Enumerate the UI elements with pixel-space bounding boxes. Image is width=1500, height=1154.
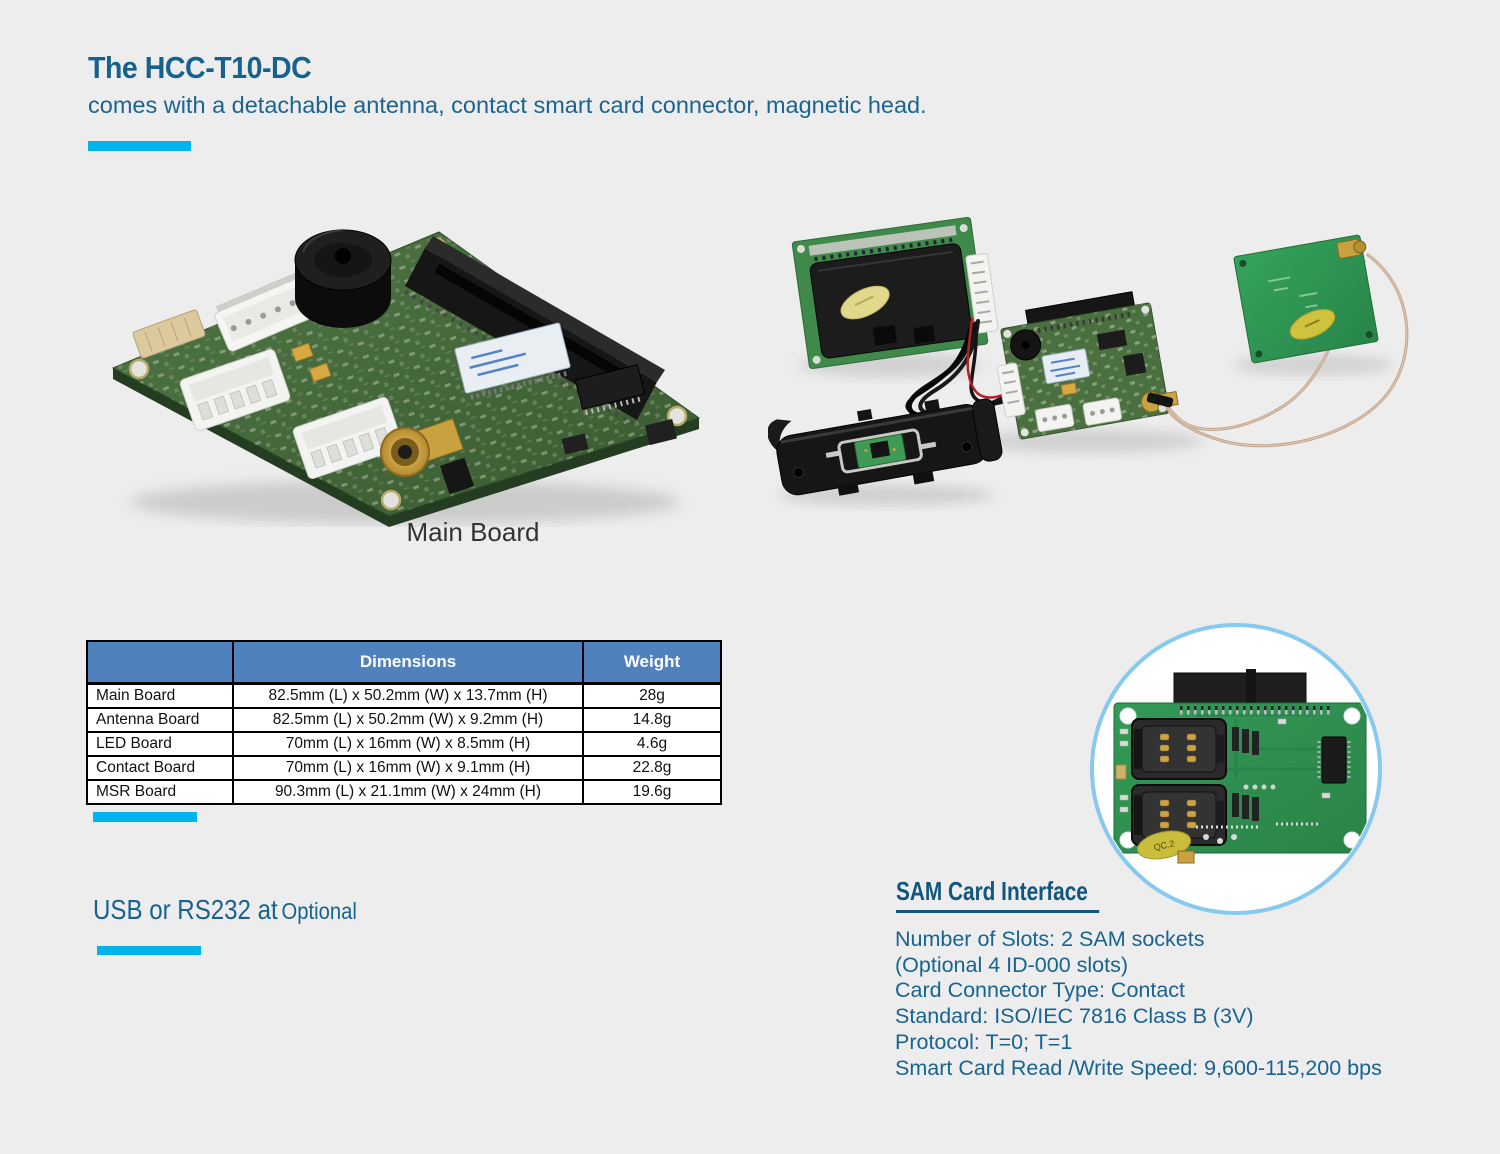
chip-with-blue-label — [454, 322, 571, 400]
table-header-weight: Weight — [582, 640, 722, 685]
sam-spec-line: Card Connector Type: Contact — [895, 978, 1186, 1003]
pin-slots — [1232, 727, 1259, 821]
sam-socket-1 — [1131, 718, 1227, 780]
row-name: Main Board — [86, 682, 234, 709]
black-component — [439, 457, 475, 495]
table-row: LED Board 70mm (L) x 16mm (W) x 8.5mm (H… — [86, 731, 722, 757]
page-subtitle: comes with a detachable antenna, contact… — [88, 92, 927, 118]
sam-spec-line: (Optional 4 ID-000 slots) — [895, 952, 1129, 977]
row-dimensions: 82.5mm (L) x 50.2mm (W) x 9.2mm (H) — [232, 707, 584, 733]
main-board-caption: Main Board — [406, 517, 540, 547]
gold-nub — [1177, 850, 1195, 864]
sam-spec-line: Number of Slots: 2 SAM sockets — [895, 927, 1205, 951]
sam-board: QC.2 — [1113, 669, 1367, 864]
white-connector-2 — [292, 397, 404, 479]
sam-spec-line: Smart Card Read /Write Speed: 9,600-115,… — [895, 1055, 1382, 1080]
sam-spec-line: Standard: ISO/IEC 7816 Class B (3V) — [895, 1004, 1254, 1029]
row-weight: 4.6g — [582, 731, 722, 757]
pcb-components-texture — [113, 232, 699, 516]
buzzer — [294, 229, 392, 328]
row-name: Antenna Board — [86, 707, 234, 733]
bottom-vias — [1203, 834, 1237, 844]
usb-interface-line: USB or RS232 at Optional — [93, 894, 357, 926]
sam-spec-list: Number of Slots: 2 SAM sockets (Optional… — [895, 927, 1382, 1081]
table-header-row: Dimensions Weight — [86, 640, 722, 685]
table-row: Main Board 82.5mm (L) x 50.2mm (W) x 13.… — [86, 682, 722, 709]
row-name: MSR Board — [86, 779, 234, 805]
sam-spec-line: Protocol: T=0; T=1 — [895, 1029, 1073, 1054]
kit-exploded-photo — [768, 216, 1409, 505]
cyan-divider-top — [88, 141, 191, 151]
table-header-empty — [86, 640, 234, 685]
row-dimensions: 82.5mm (L) x 50.2mm (W) x 13.7mm (H) — [232, 682, 584, 709]
row-name: LED Board — [86, 731, 234, 757]
sam-edge-connector — [1173, 672, 1307, 706]
row-weight: 22.8g — [582, 755, 722, 781]
row-weight: 28g — [582, 682, 722, 709]
row-weight: 14.8g — [582, 707, 722, 733]
ic-chip — [1317, 736, 1351, 784]
usb-interface-text: USB or RS232 at — [93, 894, 278, 925]
cyan-divider-bottom — [97, 946, 201, 955]
row-weight: 19.6g — [582, 779, 722, 805]
qc-sticker: QC.2 — [1136, 830, 1192, 860]
msr-board — [768, 398, 1003, 496]
sam-section-heading: SAM Card Interface — [896, 876, 1100, 913]
electrolytic-cap — [1115, 764, 1127, 780]
ferrite-bead — [1146, 392, 1174, 408]
spec-table: Dimensions Weight Main Board 82.5mm (L) … — [86, 640, 722, 805]
table-row: MSR Board 90.3mm (L) x 21.1mm (W) x 24mm… — [86, 779, 722, 805]
sam-board-photo: QC.2 — [1090, 623, 1382, 915]
mcx-coax-connector — [380, 418, 464, 477]
beige-connector — [132, 309, 206, 359]
row-dimensions: 70mm (L) x 16mm (W) x 8.5mm (H) — [232, 731, 584, 757]
small-ics — [561, 418, 678, 455]
center-vias — [1243, 784, 1276, 790]
contact-board — [791, 216, 999, 370]
row-dimensions: 90.3mm (L) x 21.1mm (W) x 24mm (H) — [232, 779, 584, 805]
usb-interface-optional: Optional — [281, 898, 357, 924]
page-title: The HCC-T10-DC — [88, 50, 312, 85]
white-connector-1 — [179, 349, 291, 431]
main-board-small — [996, 291, 1179, 440]
main-board-photo — [111, 229, 701, 527]
row-name: Contact Board — [86, 755, 234, 781]
cyan-divider-middle — [93, 812, 197, 822]
table-header-dimensions: Dimensions — [232, 640, 584, 685]
table-row: Contact Board 70mm (L) x 16mm (W) x 9.1m… — [86, 755, 722, 781]
small-caps — [290, 342, 332, 383]
antenna-board — [1233, 234, 1379, 364]
table-row: Antenna Board 82.5mm (L) x 50.2mm (W) x … — [86, 707, 722, 733]
passives — [1119, 718, 1331, 813]
qc-sticker-label: QC.2 — [1153, 838, 1176, 852]
row-dimensions: 70mm (L) x 16mm (W) x 9.1mm (H) — [232, 755, 584, 781]
